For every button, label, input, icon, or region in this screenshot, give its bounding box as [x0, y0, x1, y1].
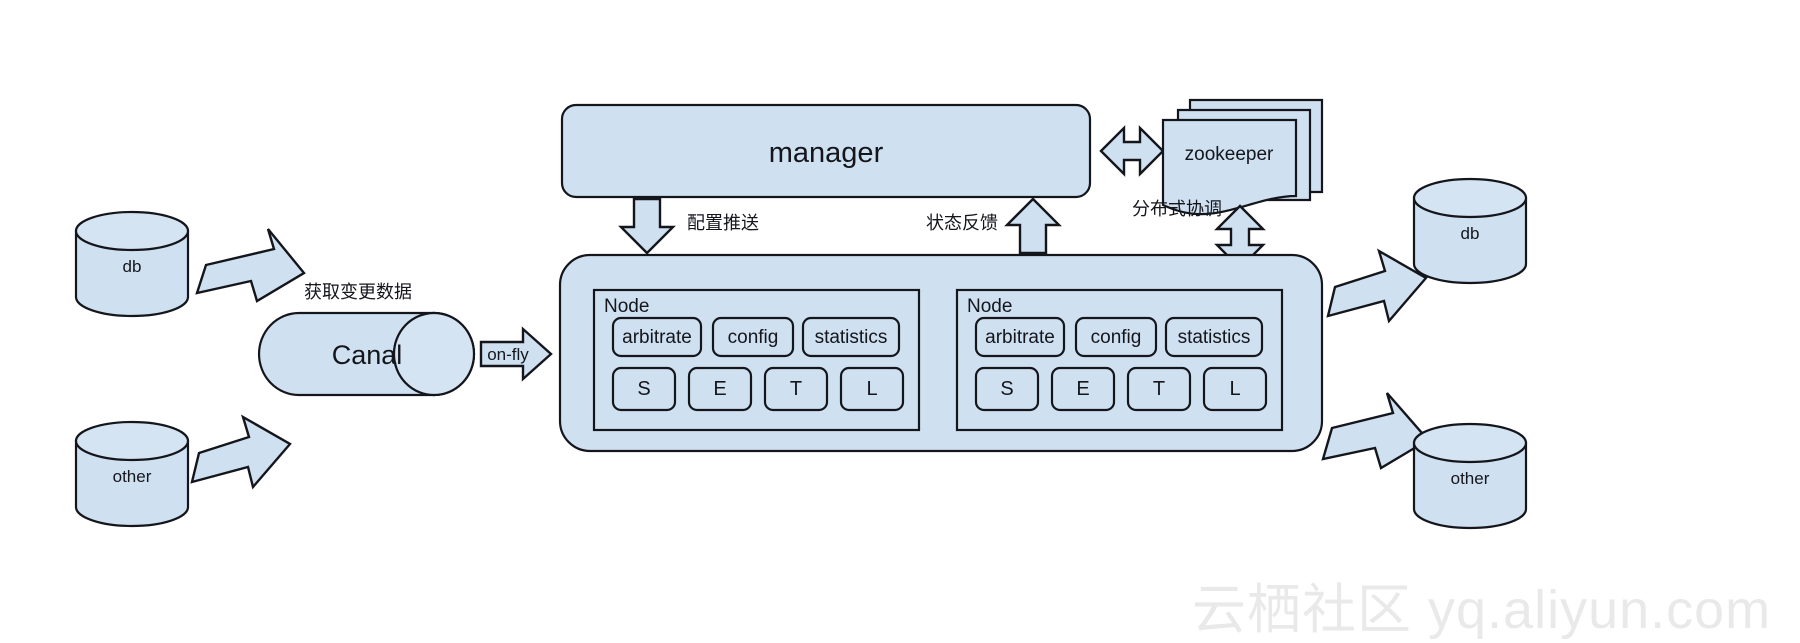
node-1-stage-t-box[interactable] — [763, 366, 829, 412]
node-2-stage-s-box[interactable] — [974, 366, 1040, 412]
distributed-coordination-label: 分布式协调 — [1132, 199, 1222, 219]
target-db-label: db — [1461, 224, 1480, 243]
node-box-1[interactable]: Node arbitrate config statistics S E T L — [592, 288, 921, 432]
arrow-cluster-to-target-other — [1321, 392, 1430, 470]
node-1-module-config-box[interactable] — [711, 316, 795, 358]
node-2-module-config: config — [1091, 327, 1142, 348]
node-1-module-statistics-box[interactable] — [801, 316, 901, 358]
node-2-title: Node — [967, 296, 1012, 317]
target-cylinder-other: other — [1412, 422, 1528, 530]
node-2-stage-l-box[interactable] — [1202, 366, 1268, 412]
node-1-module-arbitrate: arbitrate — [622, 327, 692, 348]
target-other-label: other — [1451, 469, 1490, 488]
node-1-module-statistics: statistics — [815, 327, 888, 348]
node-2-stage-s: S — [1000, 378, 1013, 400]
status-feedback-label: 状态反馈 — [926, 213, 998, 233]
arrow-config-push — [618, 197, 676, 255]
node-2-stage-t-box[interactable] — [1126, 366, 1192, 412]
canal-input-label: 获取变更数据 — [304, 282, 412, 302]
manager-label: manager — [769, 137, 884, 169]
node-1-stage-e: E — [713, 378, 726, 400]
node-2-stage-t: T — [1153, 378, 1165, 400]
arrow-source-db-to-canal — [195, 228, 306, 303]
node-2-module-config-box[interactable] — [1074, 316, 1158, 358]
node-1-stage-l: L — [866, 378, 877, 400]
config-push-label: 配置推送 — [687, 213, 759, 233]
source-cylinder-db: db — [74, 210, 190, 318]
node-1-module-config: config — [728, 327, 779, 348]
node-1-stage-s-box[interactable] — [611, 366, 677, 412]
on-fly-label: on-fly — [487, 345, 529, 364]
node-1-stage-t: T — [790, 378, 802, 400]
arrow-status-feedback — [1004, 197, 1062, 255]
arrow-cluster-to-target-db — [1326, 248, 1428, 324]
canal-label: Canal — [332, 340, 403, 370]
node-1-module-arbitrate-box[interactable] — [611, 316, 703, 358]
node-2-stage-l: L — [1229, 378, 1240, 400]
source-db-label: db — [123, 257, 142, 276]
node-2-module-arbitrate: arbitrate — [985, 327, 1055, 348]
node-2-module-statistics-box[interactable] — [1164, 316, 1264, 358]
node-1-title: Node — [604, 296, 649, 317]
node-1-stage-l-box[interactable] — [839, 366, 905, 412]
canal-component: Canal — [257, 311, 476, 397]
zookeeper-component[interactable]: zookeeper — [1161, 98, 1324, 216]
arrow-source-other-to-canal — [190, 414, 292, 490]
source-cylinder-other: other — [74, 420, 190, 528]
arrow-manager-zookeeper — [1099, 125, 1165, 177]
node-2-stage-e: E — [1076, 378, 1089, 400]
node-1-stage-s: S — [637, 378, 650, 400]
target-cylinder-db: db — [1412, 177, 1528, 285]
node-1-stage-e-box[interactable] — [687, 366, 753, 412]
arrow-canal-to-cluster — [479, 326, 553, 382]
node-2-stage-e-box[interactable] — [1050, 366, 1116, 412]
source-other-label: other — [113, 467, 152, 486]
node-2-module-arbitrate-box[interactable] — [974, 316, 1066, 358]
manager-component[interactable]: manager — [560, 103, 1092, 199]
node-2-module-statistics: statistics — [1178, 327, 1251, 348]
zookeeper-label: zookeeper — [1185, 144, 1274, 165]
node-box-2[interactable]: Node arbitrate config statistics S E T L — [955, 288, 1284, 432]
